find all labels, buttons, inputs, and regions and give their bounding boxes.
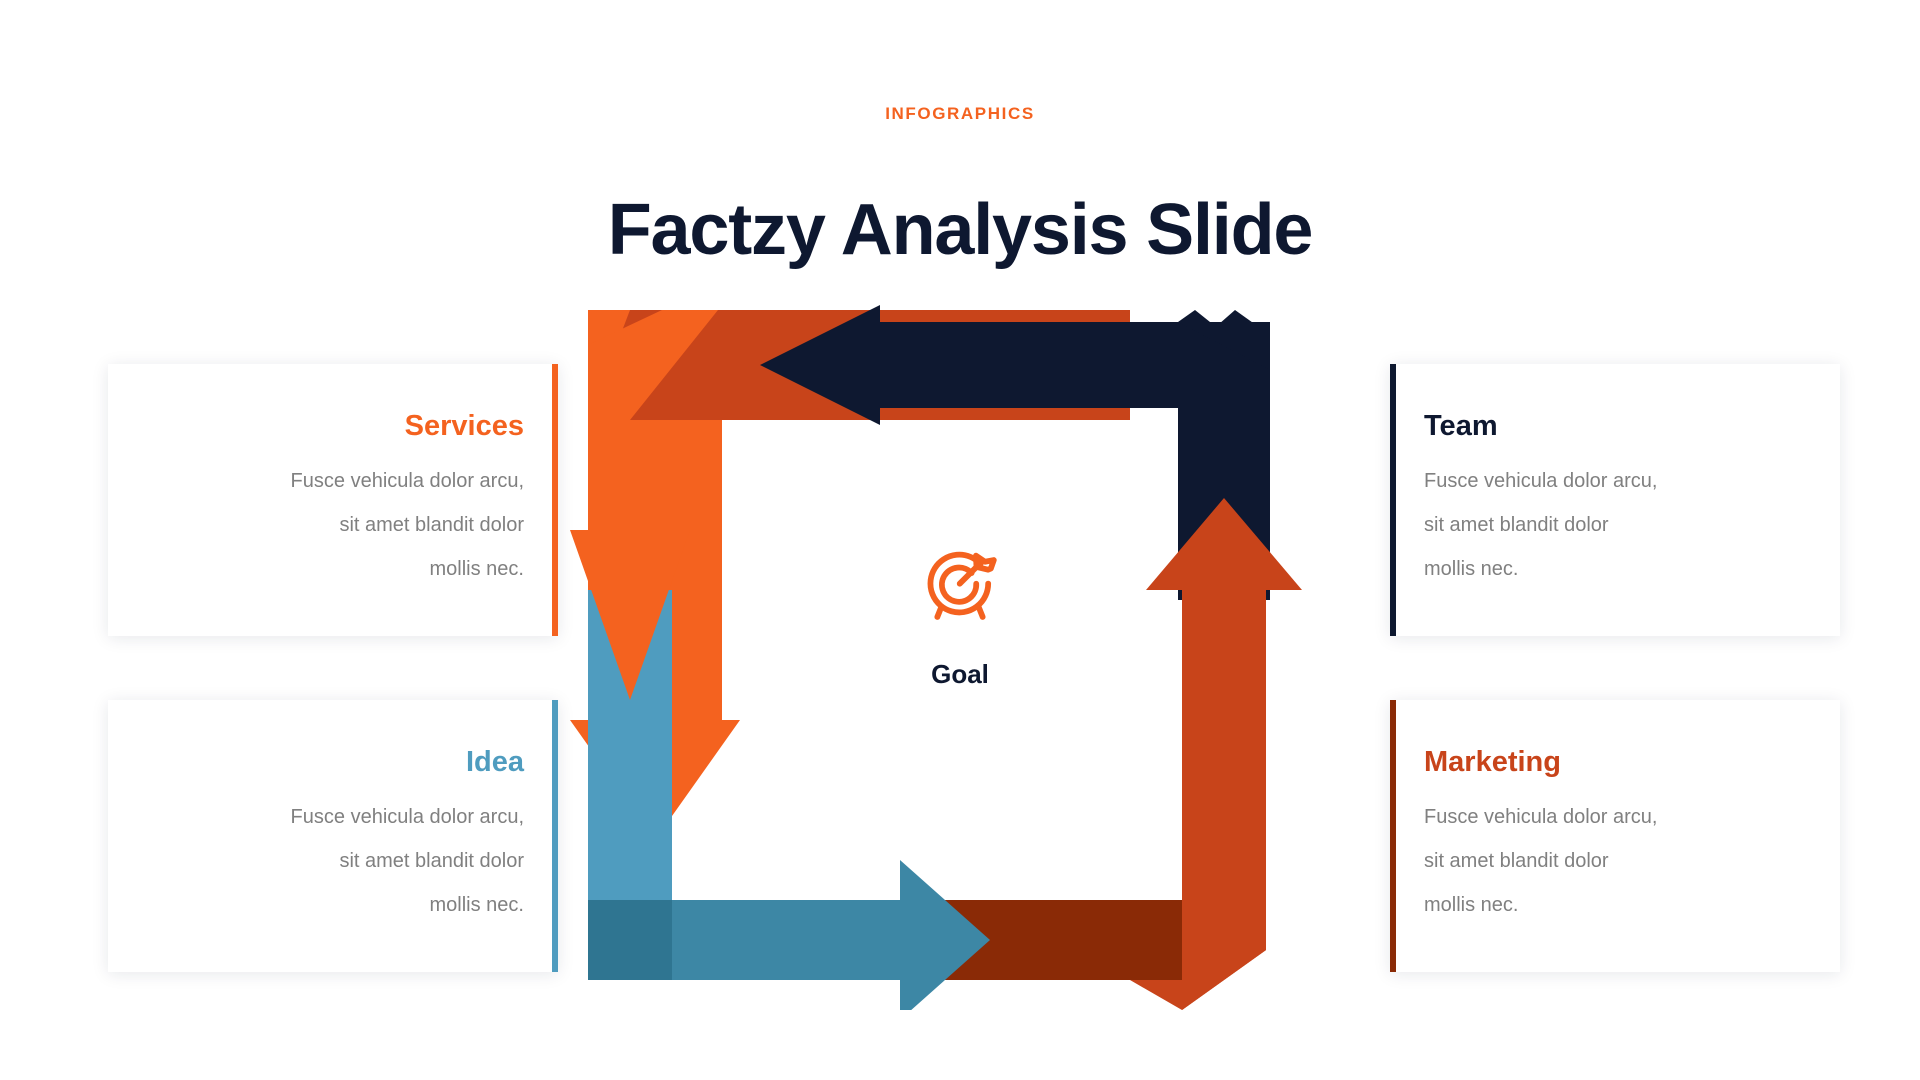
cycle-diagram [570, 300, 1350, 1010]
card-accent-bar [552, 700, 558, 972]
card-body-line: mollis nec. [429, 558, 524, 580]
card-body-line: mollis nec. [429, 894, 524, 916]
bottom-arrow-right-shape [588, 860, 990, 1010]
card-body: Fusce vehicula dolor arcu, sit amet blan… [142, 795, 524, 927]
card-title: Services [404, 410, 524, 442]
card-body-line: Fusce vehicula dolor arcu, [1424, 806, 1658, 828]
card-body-line: sit amet blandit dolor [339, 514, 524, 536]
card-accent-bar [1390, 700, 1396, 972]
card-body-line: sit amet blandit dolor [339, 850, 524, 872]
card-idea[interactable]: Idea Fusce vehicula dolor arcu, sit amet… [108, 700, 558, 972]
card-body-line: sit amet blandit dolor [1424, 514, 1609, 536]
eyebrow-label: INFOGRAPHICS [885, 104, 1035, 123]
card-team[interactable]: Team Fusce vehicula dolor arcu, sit amet… [1390, 364, 1840, 636]
card-body-line: mollis nec. [1424, 894, 1519, 916]
card-body: Fusce vehicula dolor arcu, sit amet blan… [1424, 795, 1806, 927]
card-body: Fusce vehicula dolor arcu, sit amet blan… [1424, 459, 1806, 591]
target-goal-icon [916, 540, 1004, 628]
card-title: Marketing [1424, 746, 1561, 778]
card-accent-bar [552, 364, 558, 636]
card-body-line: mollis nec. [1424, 558, 1519, 580]
card-body-line: Fusce vehicula dolor arcu, [1424, 470, 1658, 492]
card-title: Team [1424, 410, 1498, 442]
card-body-line: Fusce vehicula dolor arcu, [290, 806, 524, 828]
page-title: Factzy Analysis Slide [607, 190, 1314, 271]
card-body-line: Fusce vehicula dolor arcu, [290, 470, 524, 492]
card-body-line: sit amet blandit dolor [1424, 850, 1609, 872]
card-title: Idea [465, 746, 524, 778]
left-arrow-fold [588, 310, 718, 420]
card-accent-bar [1390, 364, 1396, 636]
card-services[interactable]: Services Fusce vehicula dolor arcu, sit … [108, 364, 558, 636]
bottom-left-blue-segment-shape [588, 590, 672, 900]
card-marketing[interactable]: Marketing Fusce vehicula dolor arcu, sit… [1390, 700, 1840, 972]
left-arrow-head [570, 530, 690, 700]
card-body: Fusce vehicula dolor arcu, sit amet blan… [142, 459, 524, 591]
goal-label: Goal [931, 659, 989, 689]
right-arrow-fold [1130, 900, 1266, 1010]
goal-center: Goal [570, 540, 1350, 690]
